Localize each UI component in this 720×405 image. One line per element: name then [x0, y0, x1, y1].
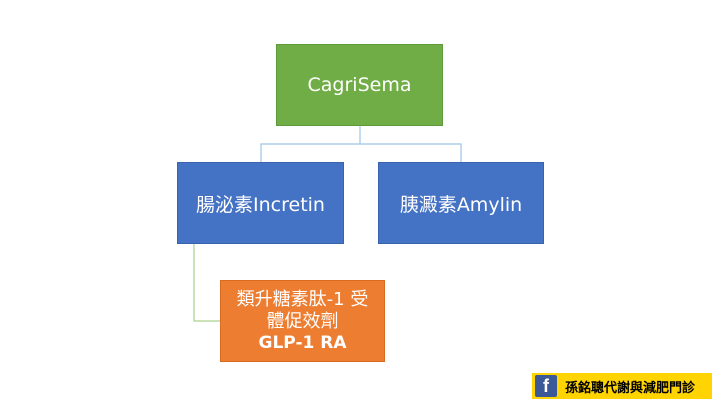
- node-glp1-line1: 類升糖素肽-1 受: [236, 289, 369, 310]
- facebook-icon[interactable]: f: [535, 375, 557, 397]
- clinic-name: 孫銘聰代謝與減肥門診: [565, 380, 696, 396]
- connector-root-to-children: [260, 143, 462, 162]
- node-incretin-label: 腸泌素Incretin: [196, 193, 325, 216]
- node-amylin: 胰澱素Amylin: [378, 162, 544, 244]
- node-glp1-line3: GLP-1 RA: [258, 333, 347, 353]
- node-glp1-line2: 體促效劑: [266, 311, 339, 332]
- node-cagrisema: CagriSema: [276, 44, 443, 126]
- clinic-banner[interactable]: f 孫銘聰代謝與減肥門診: [532, 373, 712, 399]
- node-amylin-label: 胰澱素Amylin: [399, 193, 523, 216]
- connector-incretin-to-glp1: [193, 244, 220, 322]
- node-cagrisema-label: CagriSema: [307, 74, 412, 96]
- node-glp1-ra: 類升糖素肽-1 受 體促效劑 GLP-1 RA: [220, 280, 385, 362]
- node-incretin: 腸泌素Incretin: [177, 162, 344, 244]
